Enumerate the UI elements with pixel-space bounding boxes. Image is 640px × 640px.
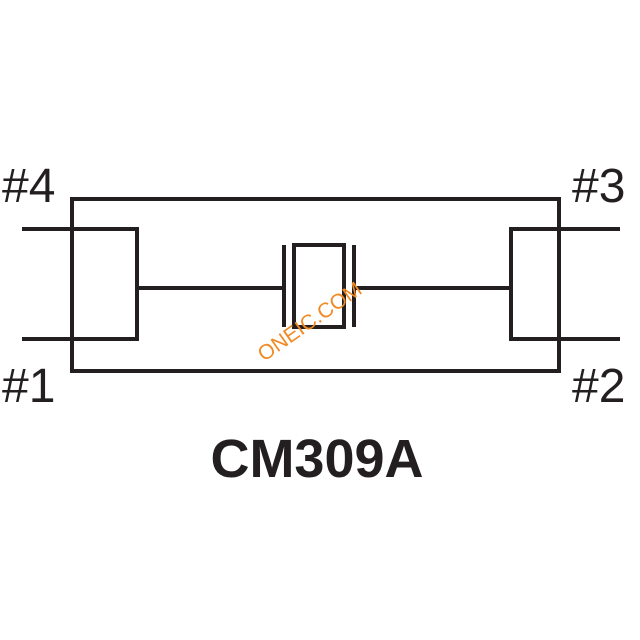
watermark: ONEIC.COM (254, 278, 367, 366)
crystal-body (292, 243, 346, 329)
package-outline (70, 197, 561, 373)
part-number-label: CM309A (210, 429, 423, 489)
pin-label-3: #3 (572, 160, 625, 213)
left-pin-frame (22, 227, 139, 341)
pin-label-4: #4 (2, 160, 55, 213)
pin-label-1: #1 (2, 360, 55, 413)
right-pin-frame (509, 227, 620, 341)
pin-label-2: #2 (572, 360, 625, 413)
